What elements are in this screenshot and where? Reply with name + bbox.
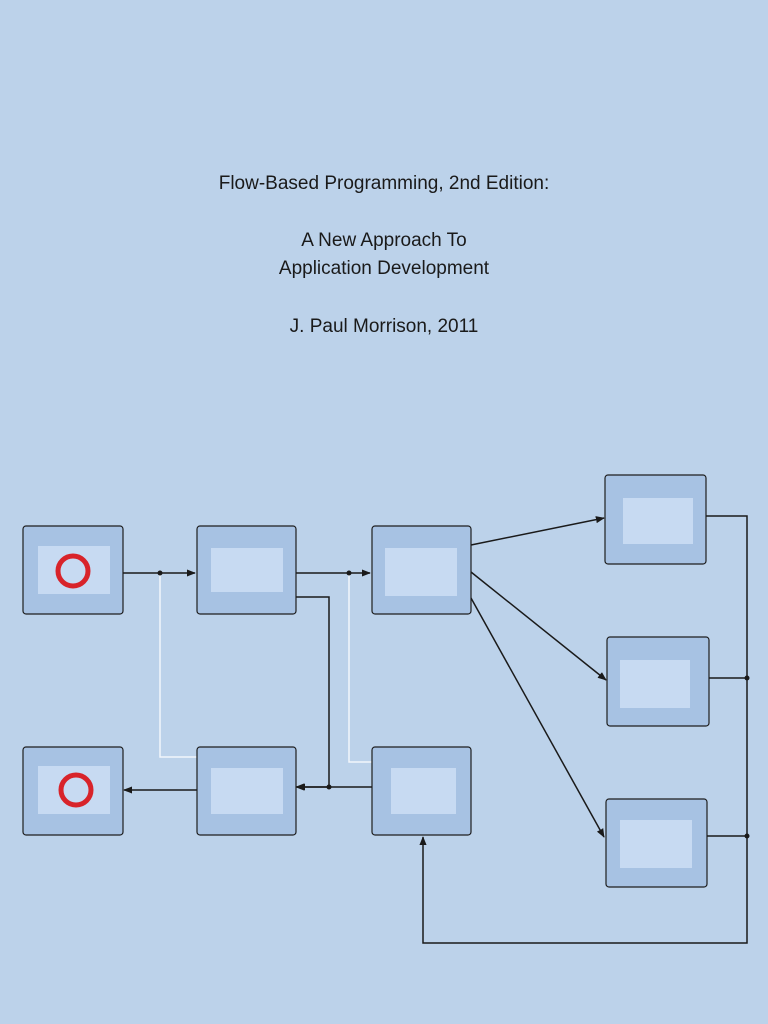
node-b bbox=[196, 525, 297, 615]
node-i bbox=[605, 798, 708, 888]
connection-c-d bbox=[470, 516, 605, 546]
junction-dot bbox=[744, 675, 750, 681]
junction-dot bbox=[744, 833, 750, 839]
junction-dot bbox=[326, 784, 332, 790]
connection-b-g bbox=[296, 596, 330, 791]
connection-c-e bbox=[470, 571, 607, 681]
junction-dot bbox=[346, 570, 352, 576]
junction-dot bbox=[157, 570, 163, 576]
node-f bbox=[371, 746, 472, 836]
junction-dots bbox=[157, 570, 750, 839]
ring-icon bbox=[55, 553, 91, 589]
connection-c-i bbox=[470, 597, 605, 838]
connection-return-loop bbox=[419, 515, 748, 944]
connections bbox=[123, 515, 748, 944]
author-line: J. Paul Morrison, 2011 bbox=[289, 316, 479, 337]
node-h bbox=[22, 746, 124, 836]
node-e bbox=[606, 636, 710, 727]
subtitle-line-1: A New Approach To bbox=[301, 230, 467, 251]
node-g bbox=[196, 746, 297, 836]
node-d bbox=[604, 474, 707, 565]
book-title: Flow-Based Programming, 2nd Edition: bbox=[218, 173, 550, 194]
ring-icon bbox=[58, 772, 94, 808]
node-a bbox=[22, 525, 124, 615]
feedback-lines bbox=[159, 573, 372, 763]
feedback-line-left bbox=[159, 573, 197, 758]
feedback-line-middle bbox=[348, 573, 372, 763]
node-c bbox=[371, 525, 472, 615]
subtitle-line-2: Application Development bbox=[278, 258, 490, 279]
